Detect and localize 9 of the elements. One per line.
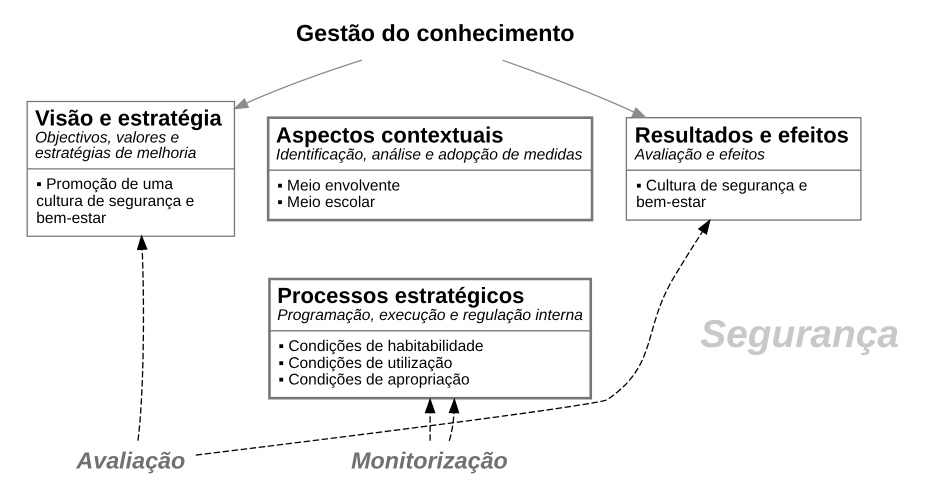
arrow — [502, 60, 648, 118]
arrow — [196, 218, 711, 456]
node-text: Avaliação — [76, 448, 186, 474]
arrow — [136, 234, 148, 441]
node-text: Monitorização — [351, 448, 508, 474]
arrow — [448, 398, 460, 441]
arrow — [232, 59, 362, 110]
node-text: Gestão do conhecimento — [296, 20, 575, 46]
arrow — [424, 398, 436, 441]
